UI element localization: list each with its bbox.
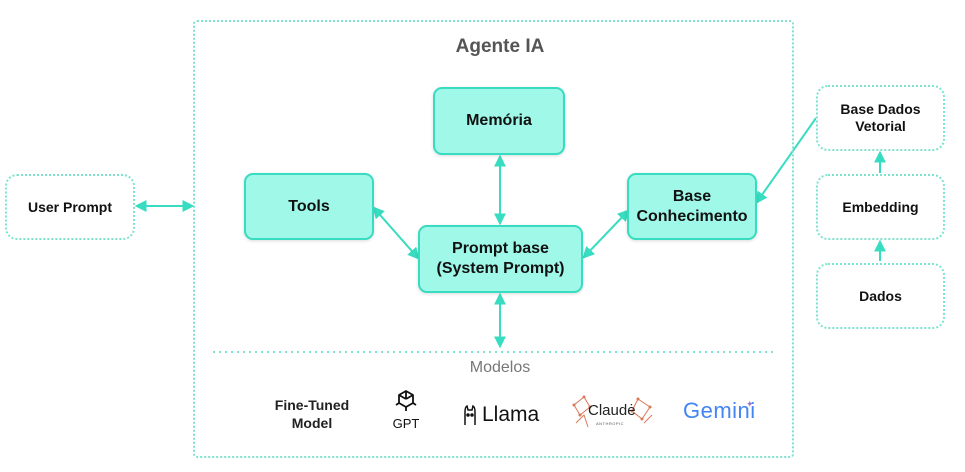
llama-label: Llama [482,403,540,426]
base-conhecimento-label-line1: Base [672,187,712,205]
dados-label: Dados [859,287,902,304]
fine-tuned-label-line2: Model [291,415,333,431]
prompt-base-label-line1: Prompt base [452,240,549,257]
memoria-label: Memória [466,112,532,129]
model-gpt[interactable]: GPT [384,388,428,434]
arrow-basedados-baseconhecimento [755,117,817,204]
claude-icon [572,395,653,428]
prompt-base-label-line2: (System Prompt) [436,260,565,277]
llama-icon [464,404,476,425]
embedding-label: Embedding [842,198,919,215]
model-llama[interactable]: Llama [462,400,542,430]
dados-node[interactable]: Dados [816,263,945,329]
prompt-base-node[interactable]: Prompt base (System Prompt) [418,225,583,293]
model-fine-tuned[interactable]: Fine-Tuned Model [262,396,362,436]
tools-label: Tools [288,197,330,215]
model-gemini[interactable]: Gemini ✦ [683,398,763,432]
openai-icon [395,390,417,411]
gpt-label: GPT [392,416,420,431]
base-conhecimento-label-line2: Conhecimento [636,207,748,225]
gemini-spark-icon: ✦ [746,399,754,409]
tools-node[interactable]: Tools [244,173,374,240]
base-conhecimento-node[interactable]: Base Conhecimento [627,173,757,240]
claude-label: Claudė [588,402,636,419]
model-claude[interactable]: Claudė ANTHROPIC [570,393,658,433]
agent-title: Agente IA [455,36,545,57]
gemini-label: Gemini [683,398,756,423]
modelos-title: Modelos [469,359,531,376]
memoria-node[interactable]: Memória [433,87,565,155]
user-prompt-node[interactable]: User Prompt [5,174,135,240]
arrow-tools-promptbase [372,206,420,260]
embedding-node[interactable]: Embedding [816,174,945,240]
claude-sublabel: ANTHROPIC [596,421,625,426]
base-dados-label-line2: Vetorial [855,118,906,134]
base-dados-label-line1: Base Dados [840,101,921,117]
fine-tuned-label-line1: Fine-Tuned [274,397,350,413]
base-dados-vetorial-node[interactable]: Base Dados Vetorial [816,85,945,151]
user-prompt-label: User Prompt [27,198,113,215]
arrow-promptbase-baseconhecimento [582,209,630,259]
agent-frame [193,20,794,458]
